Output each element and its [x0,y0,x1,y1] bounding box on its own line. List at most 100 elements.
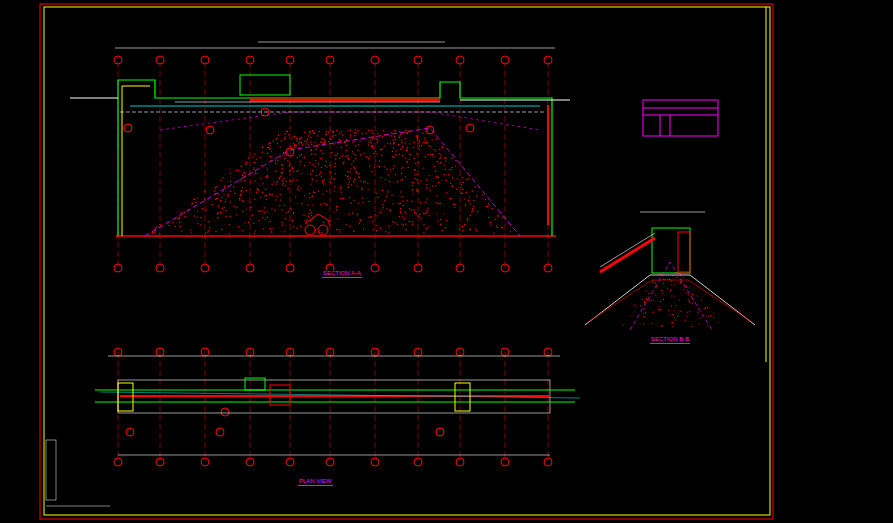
stockpile-dot [364,153,365,154]
stockpile-dot [436,213,437,214]
stockpile-dot [319,131,320,132]
stockpile-dot [369,156,370,157]
stockpile-dot [230,216,231,217]
stockpile-dot [623,324,624,325]
stockpile-dot [436,195,437,196]
stockpile-dot [390,169,391,170]
stockpile-dot [409,131,410,132]
stockpile-dot [401,173,402,174]
stockpile-dot [304,165,305,166]
stockpile-dot [377,139,378,140]
stockpile-dot [705,308,706,309]
stockpile-dot [689,286,690,287]
stockpile-dot [313,192,314,193]
stockpile-dot [299,155,300,156]
stockpile-dot [229,233,230,234]
stockpile-dot [258,211,259,212]
stockpile-dot [264,207,265,208]
stockpile-dot [293,178,294,179]
stockpile-dot [230,173,231,174]
stockpile-dot [414,178,415,179]
stockpile-dot [278,135,279,136]
stockpile-dot [440,157,441,158]
stockpile-dot [245,190,246,191]
stockpile-dot [284,138,285,139]
stockpile-dot [675,319,676,320]
stockpile-dot [701,299,702,300]
stockpile-dot [436,139,437,140]
stockpile-dot [343,162,344,163]
stockpile-dot [330,139,331,140]
stockpile-dot [688,299,689,300]
grid-line [375,62,376,265]
stockpile-dot [401,224,402,225]
stockpile-dot [348,179,349,180]
stockpile-dot [321,142,322,143]
stockpile-dot [352,213,353,214]
stockpile-dot [282,184,283,185]
stockpile-dot [455,160,456,161]
stockpile-dot [673,314,674,315]
stockpile-dot [399,131,400,132]
stockpile-dot [300,226,301,227]
stockpile-dot [394,130,395,131]
stockpile-dot [184,216,185,217]
stockpile-dot [452,177,453,178]
section-a-structure [70,42,570,236]
stockpile-dot [253,223,254,224]
stockpile-dot [201,208,202,209]
stockpile-dot [368,130,369,131]
stockpile-dot [649,300,650,301]
stockpile-dot [332,136,333,137]
stockpile-dot [405,176,406,177]
stockpile-dot [382,148,383,149]
stockpile-dot [670,290,671,291]
stockpile-dot [414,212,415,213]
stockpile-dot [262,147,263,148]
stockpile-dot [276,183,277,184]
stockpile-dot [242,230,243,231]
grid-bubble [286,264,294,272]
stockpile-dot [309,210,310,211]
stockpile-dot [697,305,698,306]
stockpile-dot [395,154,396,155]
stockpile-dot [426,228,427,229]
stockpile-dot [179,226,180,227]
stockpile-dot [284,218,285,219]
stockpile-dot [304,220,305,221]
stockpile-dot [445,180,446,181]
stockpile-dot [252,215,253,216]
stockpile-dot [283,178,284,179]
stockpile-dot [419,149,420,150]
stockpile-dot [446,192,447,193]
stockpile-dot [401,168,402,169]
stockpile-dot [260,197,261,198]
stockpile-dot [374,167,375,168]
stockpile-dot [405,157,406,158]
stockpile-dot [644,316,645,317]
stockpile-dot [429,215,430,216]
stockpile-dot [273,181,274,182]
stockpile-dot [197,210,198,211]
stockpile-dot [334,211,335,212]
stockpile-dot [305,143,306,144]
stockpile-dot [326,190,327,191]
stockpile-dot [445,227,446,228]
stockpile-dot [318,163,319,164]
stockpile-dot [310,137,311,138]
stockpile-dot [407,161,408,162]
stockpile-dot [452,186,453,187]
stockpile-dot [245,164,246,165]
stockpile-dot [282,225,283,226]
stockpile-dot [229,224,230,225]
stockpile-dot [436,176,437,177]
stockpile-dot [341,156,342,157]
grid-bubble [201,264,209,272]
stockpile-dot [406,132,407,133]
stockpile-dot [416,174,417,175]
stockpile-dot [325,165,326,166]
stockpile-dot [177,218,178,219]
stockpile-dot [291,209,292,210]
grid-line [250,352,251,458]
